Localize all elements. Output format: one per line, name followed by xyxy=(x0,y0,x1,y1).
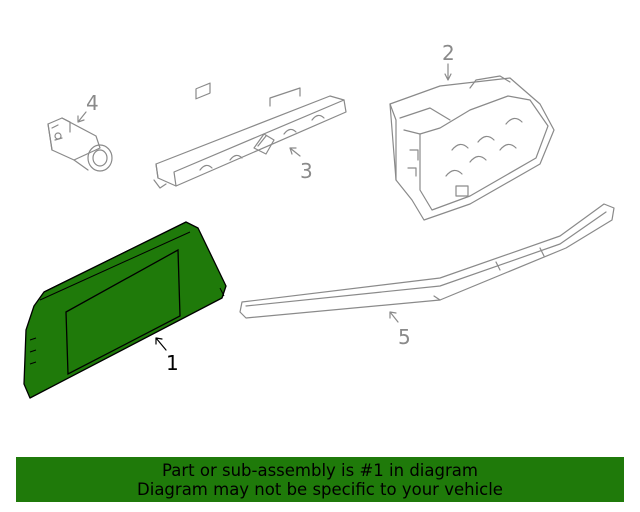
parts-diagram: 1 2 3 4 5 xyxy=(23,41,615,399)
part-5-trim-strip xyxy=(239,203,615,319)
part-3-switch-bar xyxy=(153,82,347,189)
banner-line-2: Diagram may not be specific to your vehi… xyxy=(137,480,503,499)
banner-line-1: Part or sub-assembly is #1 in diagram xyxy=(162,461,478,480)
callout-5: 5 xyxy=(398,325,411,349)
callout-3: 3 xyxy=(300,159,313,183)
info-banner: Part or sub-assembly is #1 in diagram Di… xyxy=(16,457,624,502)
leader-2 xyxy=(444,63,452,81)
display-screen xyxy=(65,248,181,376)
callout-2: 2 xyxy=(442,41,455,65)
part-2-switch-cluster xyxy=(389,75,555,221)
leader-3 xyxy=(289,147,301,157)
part-4-switch xyxy=(47,117,113,172)
leader-5 xyxy=(389,311,399,323)
callout-1: 1 xyxy=(166,351,179,375)
leader-1 xyxy=(155,337,167,351)
leader-4 xyxy=(77,111,87,123)
part-1-display xyxy=(23,221,227,399)
callout-4: 4 xyxy=(86,91,99,115)
